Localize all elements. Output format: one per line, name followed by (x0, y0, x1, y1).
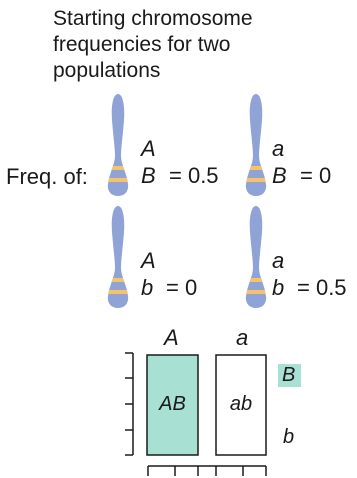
row-label-b: b (283, 426, 295, 448)
chromosome-ab (244, 206, 268, 308)
title-line-3: populations (53, 59, 161, 82)
row-label-highlight (278, 364, 301, 387)
chromosome-aB (244, 94, 268, 196)
chromo2-allele1: a (272, 136, 285, 161)
cell-ab-box (215, 354, 267, 456)
bottom-bracket (147, 465, 267, 476)
chromo3-allele2: b (141, 275, 154, 300)
freq-prefix: Freq. of: (6, 164, 88, 189)
cell-AB-box (146, 354, 199, 456)
chromo4-allele2: b (272, 275, 285, 300)
diagram-title: Starting chromosome frequencies for two … (53, 6, 333, 84)
left-bracket (125, 352, 134, 456)
chromosome-Ab (106, 206, 130, 308)
chromo4-allele1: a (272, 248, 285, 273)
chromo4-freq: = 0.5 (297, 275, 347, 300)
chromo2-freq: = 0 (300, 163, 332, 188)
col-header-A: A (164, 325, 179, 350)
chromo1-allele1: A (141, 136, 156, 161)
title-line-1: Starting chromosome (53, 7, 253, 30)
chromosome-AB (106, 94, 130, 196)
row-label-B: B (282, 364, 296, 386)
chromo3-freq: = 0 (166, 275, 198, 300)
cell-ab-label: ab (229, 393, 253, 415)
col-header-a: a (236, 325, 249, 350)
chromo1-freq: = 0.5 (169, 163, 219, 188)
chromo2-allele2: B (272, 163, 287, 188)
chromo1-allele2: B (141, 163, 156, 188)
cell-AB-label: AB (159, 393, 186, 415)
chromo3-allele1: A (141, 248, 156, 273)
title-line-2: frequencies for two (53, 33, 231, 56)
